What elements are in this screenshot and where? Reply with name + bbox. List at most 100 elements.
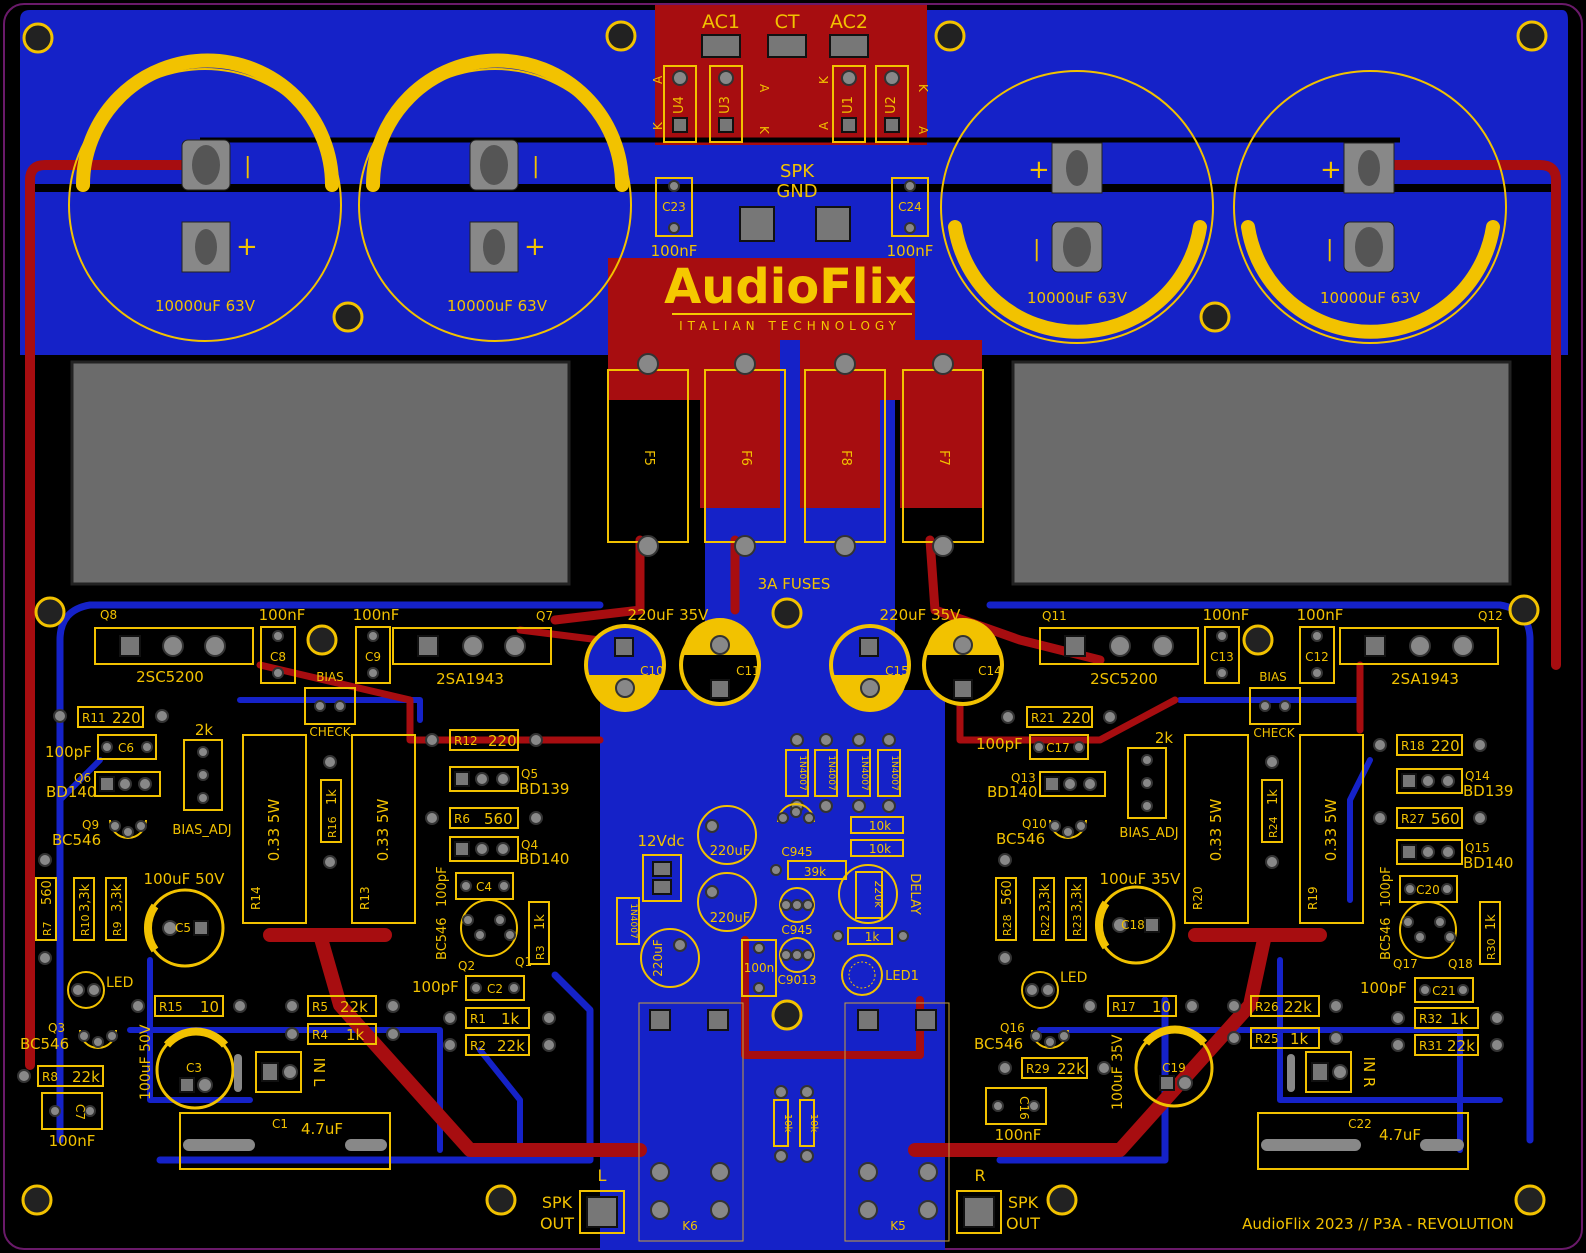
svg-text:R24: R24	[1267, 816, 1280, 838]
svg-text:560: 560	[1431, 810, 1460, 828]
svg-text:C18: C18	[1121, 918, 1145, 932]
heatsink-right	[1011, 360, 1512, 586]
big-cap-1-value: 10000uF 63V	[155, 297, 256, 315]
big-cap-2-value: 10000uF 63V	[447, 297, 548, 315]
pin-k: K	[817, 75, 831, 84]
ac1-label: AC1	[702, 11, 740, 33]
svg-text:BC546: BC546	[20, 1035, 69, 1053]
svg-text:F8: F8	[838, 450, 853, 466]
svg-text:C12: C12	[1305, 650, 1329, 664]
svg-text:F5: F5	[641, 450, 656, 466]
u4-label: U4	[672, 96, 687, 114]
svg-text:BD140: BD140	[519, 850, 569, 868]
svg-text:BC546: BC546	[52, 831, 101, 849]
svg-text:IN L: IN L	[310, 1058, 328, 1087]
svg-text:Q17: Q17	[1393, 957, 1418, 971]
svg-text:R19: R19	[1306, 886, 1320, 910]
fuses-label: 3A FUSES	[758, 575, 831, 593]
svg-text:R27: R27	[1401, 812, 1425, 826]
heatsink-left	[70, 360, 571, 586]
svg-text:100pF: 100pF	[435, 866, 450, 907]
svg-text:Q10: Q10	[1022, 817, 1047, 831]
svg-text:R28: R28	[1001, 914, 1014, 936]
svg-text:L: L	[598, 1166, 607, 1185]
brand-tagline: ITALIAN TECHNOLOGY	[679, 319, 901, 333]
svg-text:3,3k: 3,3k	[1070, 883, 1085, 912]
svg-text:R4: R4	[312, 1028, 328, 1042]
svg-text:+: +	[1028, 155, 1050, 185]
ct-label: CT	[775, 11, 800, 33]
svg-text:C8: C8	[270, 650, 286, 664]
svg-text:2SA1943: 2SA1943	[436, 670, 504, 688]
svg-text:Q15: Q15	[1465, 841, 1490, 855]
svg-text:BD140: BD140	[1463, 854, 1513, 872]
svg-text:C20: C20	[1416, 883, 1440, 897]
svg-text:39k: 39k	[804, 865, 826, 879]
svg-text:10k: 10k	[782, 1114, 793, 1133]
svg-text:R29: R29	[1026, 1062, 1050, 1076]
svg-text:Q12: Q12	[1478, 609, 1503, 623]
mounting-holes	[21, 20, 1548, 1216]
svg-text:LED: LED	[1060, 970, 1087, 986]
big-cap-2: | + 10000uF 63V	[358, 53, 632, 342]
svg-text:R20: R20	[1191, 886, 1205, 910]
pin-k: K	[651, 121, 665, 130]
svg-text:R31: R31	[1419, 1039, 1443, 1053]
svg-text:Q5: Q5	[521, 767, 538, 781]
svg-text:C14: C14	[978, 664, 1002, 678]
svg-text:R5: R5	[312, 1000, 328, 1014]
svg-text:R10: R10	[79, 914, 92, 936]
svg-text:R8: R8	[42, 1070, 58, 1084]
svg-text:BD139: BD139	[519, 780, 569, 798]
svg-text:220uF: 220uF	[710, 844, 751, 859]
svg-text:R2: R2	[470, 1039, 486, 1053]
svg-text:10k: 10k	[869, 842, 891, 856]
svg-text:C4: C4	[476, 880, 492, 894]
svg-text:100pF: 100pF	[412, 978, 459, 996]
brand-logo: AudioFlix ITALIAN TECHNOLOGY	[664, 259, 916, 333]
svg-text:2k: 2k	[1155, 729, 1174, 747]
gnd-label: GND	[776, 181, 817, 202]
svg-text:1k: 1k	[1450, 1010, 1469, 1028]
svg-text:R30: R30	[1485, 938, 1498, 960]
svg-text:R17: R17	[1112, 1000, 1136, 1014]
svg-text:BIAS: BIAS	[1259, 670, 1287, 684]
svg-text:1N4007: 1N4007	[859, 755, 869, 790]
svg-text:R3: R3	[534, 945, 547, 960]
svg-text:K5: K5	[890, 1219, 906, 1233]
svg-text:C1: C1	[272, 1117, 288, 1131]
svg-text:100nF: 100nF	[1203, 606, 1250, 624]
svg-text:1k: 1k	[1290, 1030, 1309, 1048]
rectifier-diodes: U4 U3 U1 U2 A K A K K A K A	[651, 65, 930, 143]
big-cap-4: + | 10000uF 63V	[1233, 70, 1507, 344]
svg-text:560: 560	[484, 810, 513, 828]
svg-text:R25: R25	[1255, 1032, 1279, 1046]
rail-caps-left: 220uF 35V C10 C11	[584, 606, 761, 712]
svg-text:Q3: Q3	[48, 1021, 65, 1035]
svg-text:Q11: Q11	[1042, 609, 1067, 623]
svg-text:3,3k: 3,3k	[110, 883, 125, 912]
svg-text:100uF 50V: 100uF 50V	[138, 1024, 154, 1100]
svg-text:100pF: 100pF	[1360, 979, 1407, 997]
svg-text:3,3k: 3,3k	[78, 883, 93, 912]
right-blue-traces	[986, 601, 1534, 1164]
svg-text:Q1: Q1	[515, 955, 532, 969]
svg-text:2SC5200: 2SC5200	[1090, 670, 1158, 688]
cap-c24: C24 100nF	[887, 177, 933, 260]
pin-a: A	[757, 84, 771, 93]
speaker-protection: 1N4007 1N4007 1N4007 1N4007 220uF 220uF …	[616, 733, 950, 1242]
svg-text:C15: C15	[885, 664, 909, 678]
svg-text:C9: C9	[365, 650, 381, 664]
svg-text:3,3k: 3,3k	[1038, 883, 1053, 912]
brand-name: AudioFlix	[664, 259, 916, 315]
svg-text:2SC5200: 2SC5200	[136, 668, 204, 686]
svg-text:22k: 22k	[1057, 1060, 1085, 1078]
pin-a: A	[817, 121, 831, 130]
pin-a: A	[916, 126, 930, 135]
svg-text:R22: R22	[1039, 914, 1052, 936]
svg-text:22k: 22k	[1447, 1037, 1475, 1055]
power-input-connector: AC1 CT AC2	[701, 11, 869, 58]
ac2-label: AC2	[830, 11, 868, 33]
svg-text:R6: R6	[454, 812, 470, 826]
svg-text:220: 220	[1062, 709, 1091, 727]
